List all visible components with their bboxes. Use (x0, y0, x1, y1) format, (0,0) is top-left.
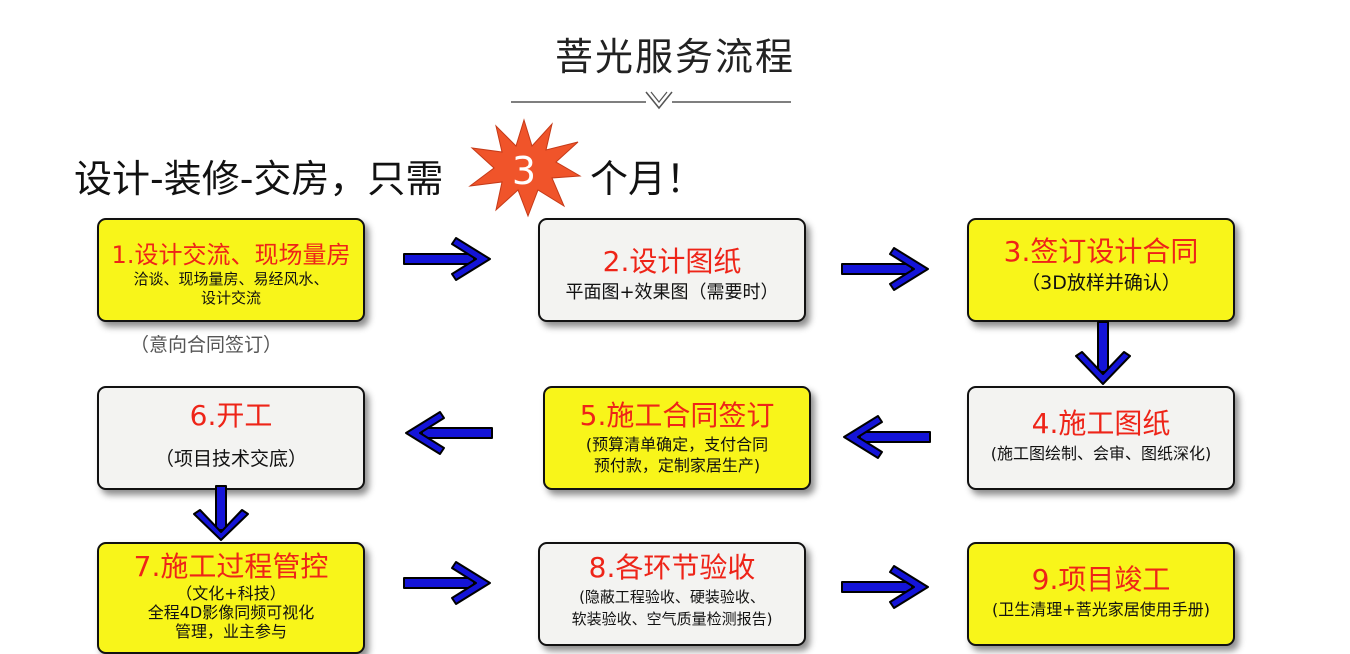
step-6-line-1: （项目技术交底） (154, 448, 307, 470)
step-7-line-2: 全程4D影像同频可视化 (147, 603, 315, 622)
step-2-title: 2.设计图纸 (602, 245, 742, 278)
arrow-right-icon (841, 247, 929, 291)
step-2-line-1: 平面图+效果图（需要时） (565, 282, 779, 303)
step-7-title: 7.施工过程管控 (133, 550, 329, 583)
step-1-box: 1.设计交流、现场量房 洽谈、现场量房、易经风水、 设计交流 (97, 218, 365, 322)
step-1-title: 1.设计交流、现场量房 (111, 241, 351, 269)
page-title: 菩光服务流程 (554, 35, 795, 79)
step-9-title: 9.项目竣工 (1031, 563, 1171, 596)
arrow-right-icon (841, 565, 929, 609)
step-9-line-1: (卫生清理+菩光家居使用手册) (992, 600, 1210, 619)
arrow-left-icon (843, 415, 931, 459)
step-4-line-1: (施工图绘制、会审、图纸深化) (990, 444, 1212, 463)
step-3-box: 3.签订设计合同 （3D放样并确认） (967, 218, 1235, 322)
step-7-line-3: 管理，业主参与 (174, 622, 287, 641)
subtitle-suffix: 个月！ (590, 157, 705, 201)
step-2-box: 2.设计图纸 平面图+效果图（需要时） (538, 218, 806, 322)
step-6-box: 6.开工 （项目技术交底） (97, 386, 365, 490)
step-8-title: 8.各环节验收 (588, 551, 756, 584)
step-5-line-2: 预付款，定制家居生产) (593, 456, 761, 475)
step-8-box: 8.各环节验收 (隐蔽工程验收、硬装验收、 软装验收、空气质量检测报告) (538, 542, 806, 646)
step-4-box: 4.施工图纸 (施工图绘制、会审、图纸深化) (967, 386, 1235, 490)
arrow-down-icon (193, 485, 249, 541)
step-4-title: 4.施工图纸 (1031, 407, 1171, 440)
step-5-line-1: (预算清单确定，支付合同 (585, 435, 769, 454)
subtitle: 设计-装修-交房，只需 (74, 157, 444, 201)
title-divider (511, 91, 791, 110)
step-7-line-1: （文化+科技） (176, 584, 286, 603)
arrow-left-icon (405, 411, 493, 455)
arrow-down-icon (1075, 321, 1131, 385)
intent-contract-note: （意向合同签订） (130, 334, 283, 356)
step-3-line-1: （3D放样并确认） (1021, 272, 1181, 294)
step-7-box: 7.施工过程管控 （文化+科技） 全程4D影像同频可视化 管理，业主参与 (97, 542, 365, 654)
step-9-box: 9.项目竣工 (卫生清理+菩光家居使用手册) (967, 542, 1235, 646)
step-3-title: 3.签订设计合同 (1003, 235, 1199, 268)
step-1-line-2: 设计交流 (200, 289, 261, 307)
step-8-line-1: (隐蔽工程验收、硬装验收、 (579, 588, 765, 606)
step-1-line-1: 洽谈、现场量房、易经风水、 (133, 270, 329, 288)
step-8-line-2: 软装验收、空气质量检测报告) (571, 610, 773, 628)
starburst-icon: 3 (468, 118, 582, 218)
step-5-title: 5.施工合同签订 (579, 399, 775, 432)
step-5-box: 5.施工合同签订 (预算清单确定，支付合同 预付款，定制家居生产) (543, 386, 811, 490)
step-6-title: 6.开工 (189, 399, 273, 432)
arrow-right-icon (403, 237, 491, 281)
arrow-right-icon (403, 561, 491, 605)
subtitle-number: 3 (512, 149, 536, 193)
